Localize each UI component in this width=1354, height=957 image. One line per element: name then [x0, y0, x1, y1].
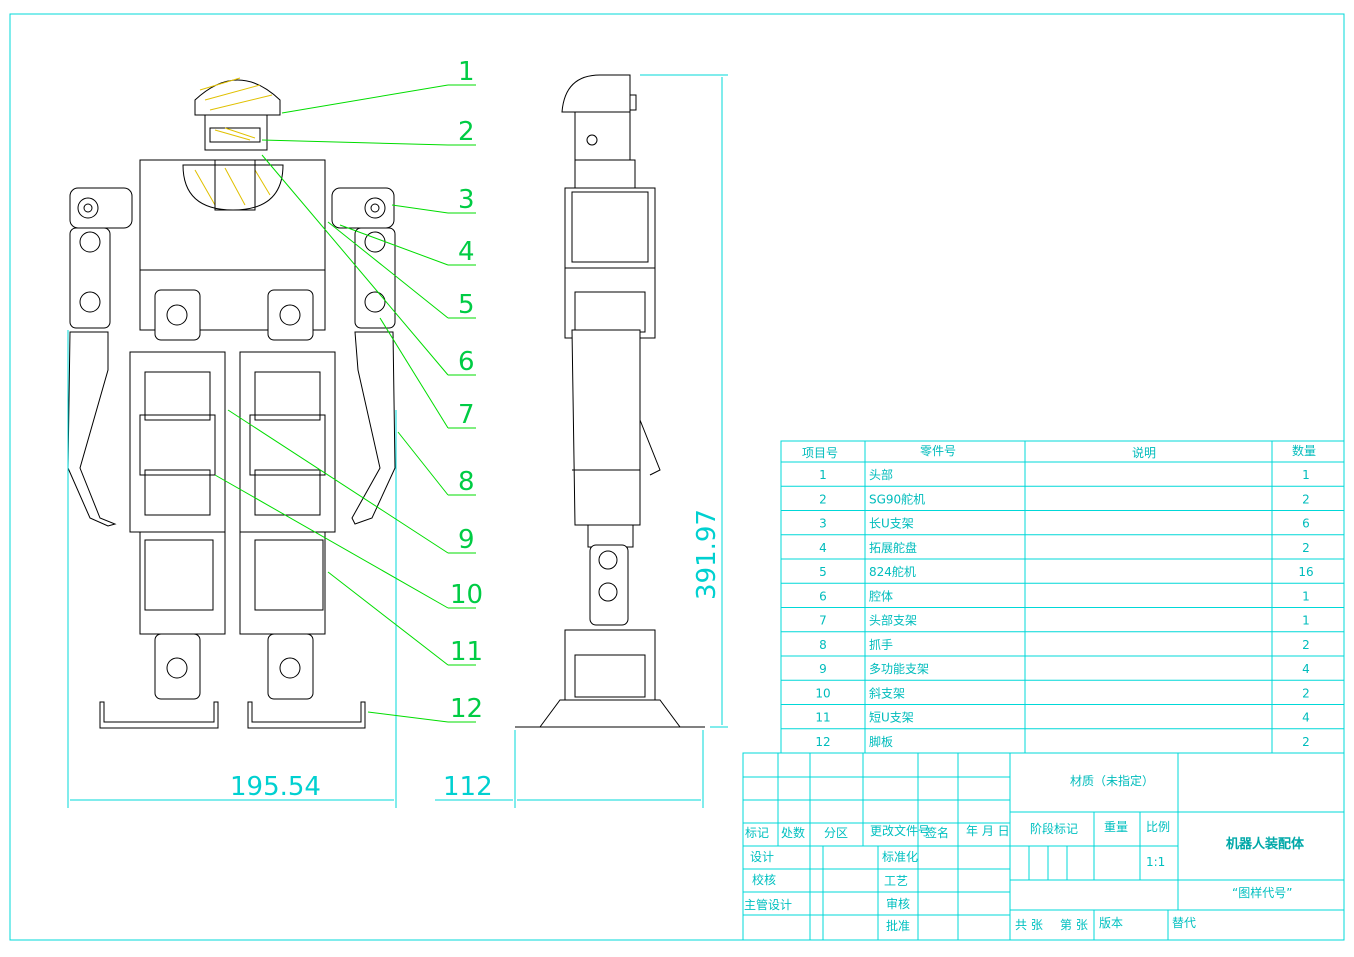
tb-col-date: 年 月 日 [966, 824, 1010, 838]
balloon-2: 2 [458, 117, 475, 147]
bom-cell-part: 斜支架 [869, 686, 905, 700]
bom-cell-qty: 2 [1302, 735, 1310, 749]
tb-sheet-no: 第 张 [1060, 918, 1088, 932]
bom-cell-item: 12 [815, 735, 830, 749]
tb-role-review: 审核 [886, 896, 910, 911]
balloon-6: 6 [458, 347, 475, 377]
tb-version: 版本 [1099, 916, 1123, 930]
tb-role-chief: 主管设计 [744, 897, 792, 912]
dimension-lines [67, 74, 728, 808]
bom-cell-item: 2 [819, 492, 827, 506]
tb-scale-value: 1:1 [1146, 855, 1165, 869]
tb-weight: 重量 [1104, 820, 1128, 834]
tb-title: 机器人装配体 [1226, 836, 1305, 852]
bom-cell-qty: 1 [1302, 614, 1310, 628]
bom-cell-part: 脚板 [869, 734, 893, 749]
tb-role-approve: 批准 [886, 918, 910, 933]
front-left-gripper [67, 331, 117, 527]
balloon-11: 11 [450, 637, 483, 667]
side-head [561, 74, 631, 161]
bom-cell-item: 1 [819, 468, 827, 482]
bom-cell-part: 头部 [869, 467, 893, 482]
front-view [67, 77, 396, 729]
tb-col-zone: 分区 [824, 826, 848, 840]
bom-header-part: 零件号 [920, 444, 956, 458]
bom-cell-item: 4 [819, 541, 827, 555]
bom-cell-part: 长U支架 [869, 517, 914, 531]
tb-col-change: 更改文件号 [870, 823, 930, 838]
front-right-gripper [351, 331, 396, 525]
bom-cell-qty: 6 [1302, 517, 1310, 531]
bom-cell-qty: 1 [1302, 589, 1310, 603]
balloon-lines [448, 84, 476, 723]
front-left-leg [99, 351, 226, 729]
bom-cell-item: 8 [819, 638, 827, 652]
dim-width: 195.54 [230, 772, 321, 802]
bom-cell-qty: 4 [1302, 662, 1310, 676]
balloon-labels: 1 2 3 4 5 6 7 8 9 10 11 12 [450, 57, 483, 724]
tb-col-mark: 标记 [745, 826, 769, 840]
bom-header-item: 项目号 [802, 446, 838, 460]
tb-col-sign: 签名 [925, 825, 949, 840]
bom-cell-qty: 2 [1302, 686, 1310, 700]
side-view [515, 74, 705, 728]
bom-cell-part: 多功能支架 [869, 662, 929, 676]
title-block: 材质（未指定） 标记 处数 分区 更改文件号 签名 年 月 日 设计 校核 主管… [742, 752, 1345, 941]
tb-replace: 替代 [1172, 916, 1196, 930]
balloon-4: 4 [458, 237, 475, 267]
bom-cell-qty: 2 [1302, 492, 1310, 506]
balloon-3: 3 [458, 185, 475, 215]
balloon-10: 10 [450, 580, 483, 610]
tb-role-standard: 标准化 [882, 850, 918, 864]
tb-role-process: 工艺 [884, 874, 908, 888]
bom-header-qty: 数量 [1292, 443, 1316, 458]
balloon-7: 7 [458, 400, 475, 430]
bom-cell-part: 拓展舵盘 [869, 540, 917, 555]
bom-cell-part: 腔体 [869, 588, 893, 603]
bom-cell-part: SG90舵机 [869, 491, 925, 506]
bom-cell-part: 抓手 [869, 638, 893, 652]
bom-cell-part: 短U支架 [869, 711, 914, 725]
tb-stage: 阶段标记 [1030, 821, 1078, 836]
bom-cell-item: 10 [815, 686, 830, 700]
balloon-8: 8 [458, 467, 475, 497]
bom-cell-item: 9 [819, 662, 827, 676]
tb-sheets-total: 共 张 [1015, 918, 1043, 932]
bom-cell-item: 7 [819, 614, 827, 628]
tb-scale-label: 比例 [1146, 820, 1170, 834]
bom-cell-part: 头部支架 [869, 613, 917, 628]
side-foot [539, 699, 681, 728]
front-head-shell [194, 79, 281, 116]
bom-cell-item: 11 [815, 711, 830, 725]
balloon-5: 5 [458, 290, 475, 320]
bom-header-desc: 说明 [1132, 445, 1156, 460]
bom-cell-qty: 1 [1302, 468, 1310, 482]
tb-col-count: 处数 [781, 825, 805, 840]
tb-role-check: 校核 [752, 872, 776, 887]
bom-cell-item: 5 [819, 565, 827, 579]
front-head-hatch [199, 77, 273, 111]
balloon-9: 9 [458, 525, 475, 555]
balloon-12: 12 [450, 694, 483, 724]
bom-cell-qty: 4 [1302, 711, 1310, 725]
front-right-leg [239, 351, 366, 729]
leader-lines [214, 84, 449, 723]
side-body [571, 329, 641, 526]
bom-cell-qty: 2 [1302, 541, 1310, 555]
tb-role-design: 设计 [750, 850, 774, 864]
front-left-shoulder [69, 187, 133, 229]
bom-cell-part: 824舵机 [869, 564, 916, 579]
dim-depth: 112 [443, 772, 493, 802]
dim-height: 391.97 [692, 509, 722, 600]
balloon-1: 1 [458, 57, 475, 87]
bom-cell-item: 6 [819, 589, 827, 603]
bom-cell-item: 3 [819, 517, 827, 531]
bom-cell-qty: 2 [1302, 638, 1310, 652]
tb-material: 材质（未指定） [1070, 773, 1154, 788]
bom-cell-qty: 16 [1298, 565, 1313, 579]
tb-drawing-code: “图样代号” [1232, 885, 1292, 900]
